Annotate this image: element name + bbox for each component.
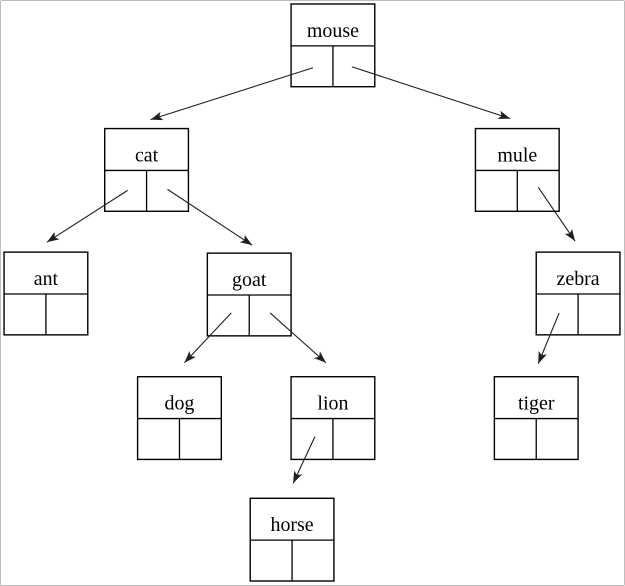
tree-node-zebra: zebra bbox=[535, 251, 621, 336]
edge-zebra-left-tiger bbox=[537, 312, 560, 364]
edge-goat-left-dog bbox=[184, 312, 232, 364]
node-label-ant: ant bbox=[34, 268, 59, 290]
node-label-horse: horse bbox=[270, 514, 313, 536]
tree-node-dog: dog bbox=[136, 376, 223, 461]
tree-node-tiger: tiger bbox=[493, 376, 579, 461]
node-label-zebra: zebra bbox=[557, 268, 600, 290]
node-label-tiger: tiger bbox=[518, 393, 555, 415]
nodes-layer: mouse cat mule ant goat zebra dog lion tiger hors… bbox=[3, 3, 621, 582]
node-label-mule: mule bbox=[497, 144, 537, 166]
edge-goat-right-lion bbox=[269, 312, 327, 364]
edge-mule-right-zebra bbox=[537, 187, 576, 242]
node-label-cat: cat bbox=[135, 144, 159, 166]
edges-layer bbox=[46, 66, 576, 484]
tree-node-lion: lion bbox=[290, 376, 376, 461]
tree-node-horse: horse bbox=[249, 497, 335, 582]
tree-node-mouse: mouse bbox=[290, 3, 376, 88]
edge-cat-right-goat bbox=[167, 188, 253, 246]
edge-cat-left-ant bbox=[46, 189, 128, 243]
edge-lion-left-horse bbox=[292, 436, 316, 484]
tree-node-goat: goat bbox=[206, 252, 292, 337]
tree-node-ant: ant bbox=[3, 251, 89, 336]
node-label-lion: lion bbox=[317, 393, 348, 415]
node-label-mouse: mouse bbox=[307, 20, 359, 42]
node-label-goat: goat bbox=[232, 269, 267, 291]
node-label-dog: dog bbox=[165, 393, 195, 415]
edge-mouse-right-mule bbox=[351, 66, 511, 120]
tree-node-cat: cat bbox=[104, 127, 190, 212]
edge-mouse-left-cat bbox=[150, 67, 314, 121]
